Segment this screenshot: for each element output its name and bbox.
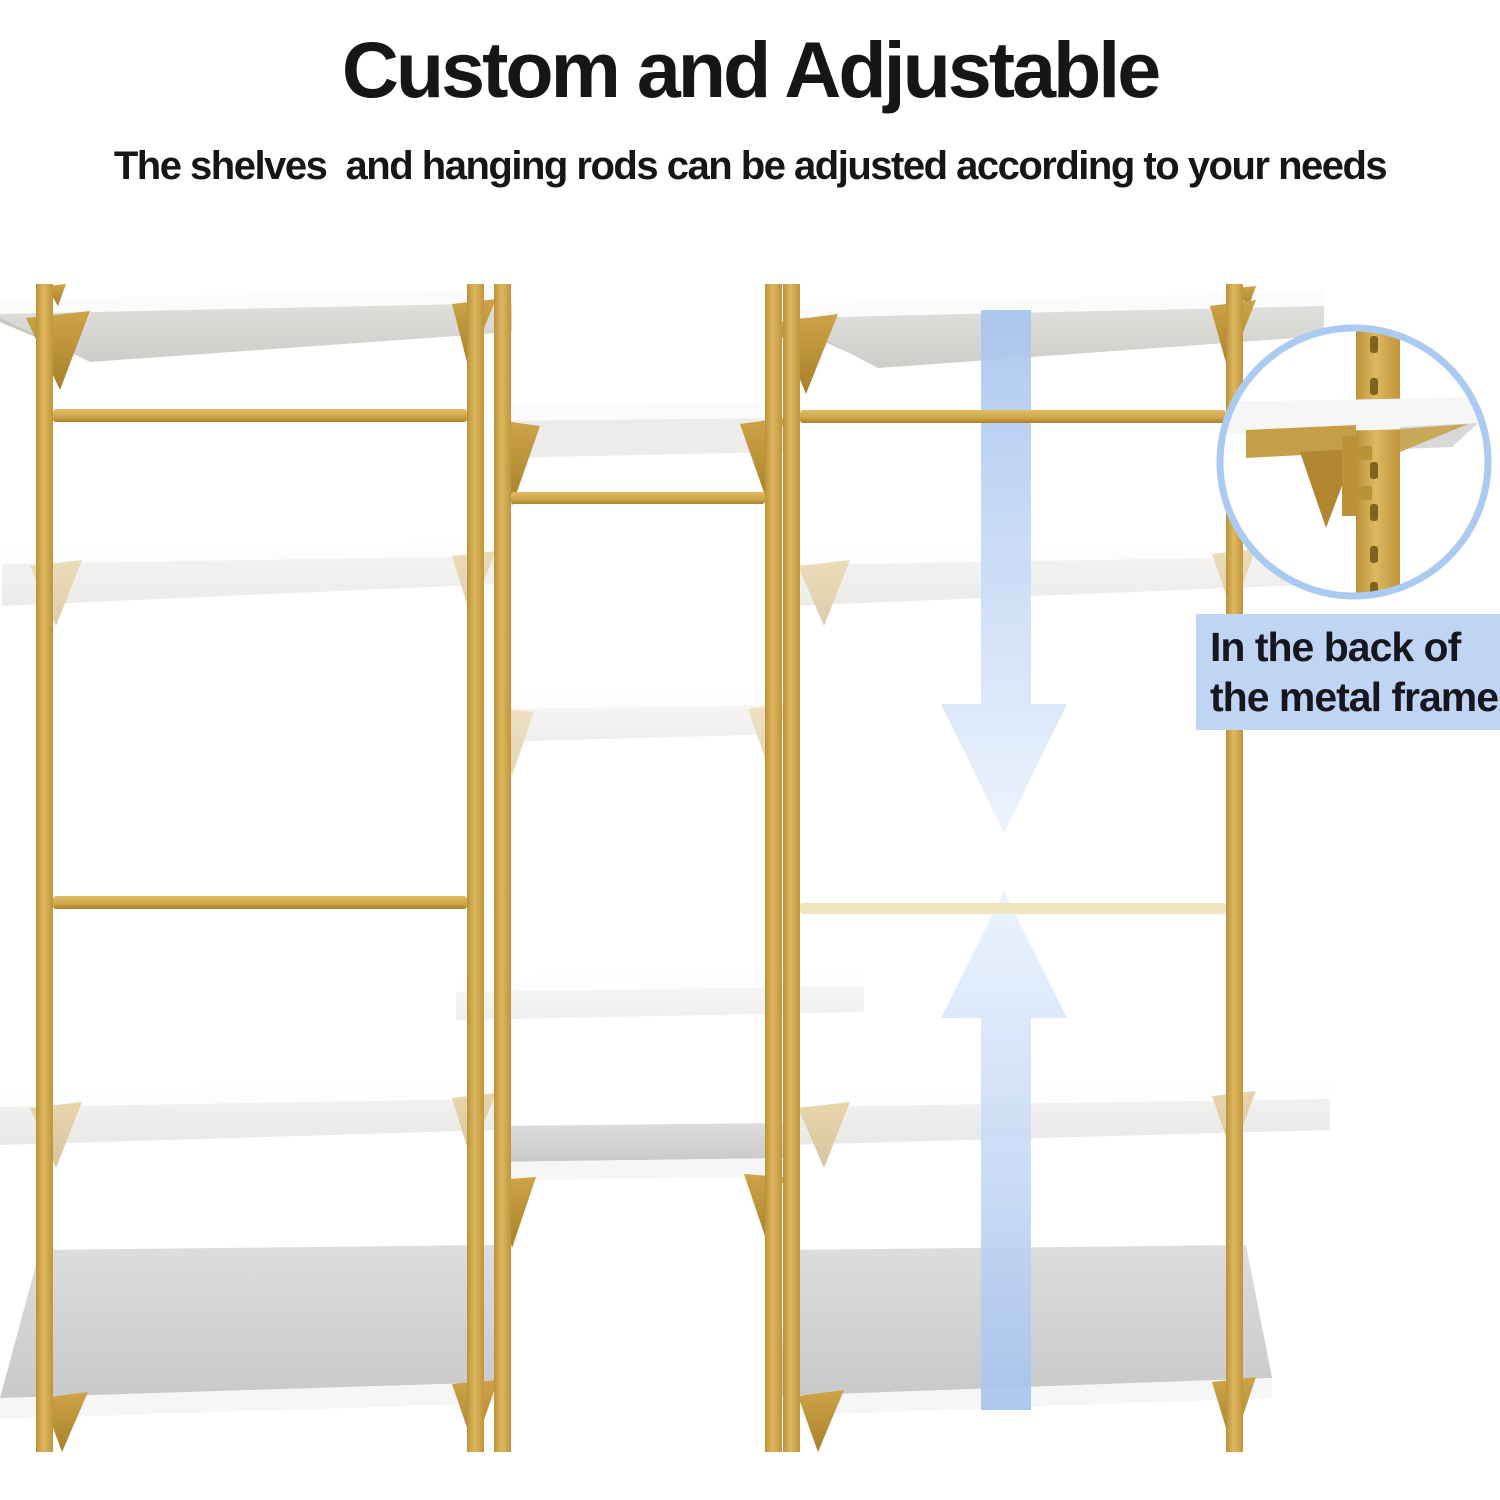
magnified-detail-circle	[1216, 324, 1492, 600]
zoom-circle-content	[1220, 328, 1488, 596]
inset-slots	[1370, 336, 1378, 596]
inset-bracket-plate	[1246, 425, 1356, 458]
inset-bracket-right	[1400, 424, 1468, 452]
up-arrow-icon	[941, 891, 1067, 1410]
post-left-outer	[36, 284, 53, 1452]
ghost-shelf-left-lower	[0, 1083, 498, 1168]
rod-right-upper	[800, 410, 1226, 423]
adjust-arrows	[941, 310, 1067, 1410]
down-arrow-icon	[941, 310, 1067, 833]
ghost-shelf-right-lower	[787, 1083, 1330, 1168]
rod-left-upper	[53, 409, 467, 422]
post-left-inner	[467, 284, 484, 1452]
ghost-shelf-middle-upper	[494, 691, 788, 776]
inset-caption-line2: the metal frame	[1210, 674, 1499, 720]
hanging-rods	[53, 409, 1226, 914]
middle-shelf-upper	[494, 402, 786, 506]
rod-left-lower	[53, 896, 467, 909]
metal-posts	[36, 284, 1243, 1452]
ghost-shelf-middle-lower	[456, 971, 864, 1020]
zoom-circle-border	[1216, 324, 1492, 600]
rod-middle	[511, 492, 765, 504]
top-shelf-left	[0, 284, 512, 390]
page-subtitle: The shelves and hanging rods can be adju…	[113, 144, 1388, 188]
page-title: Custom and Adjustable	[341, 25, 1161, 114]
bottom-shelf-left	[0, 1245, 506, 1452]
inset-shelf	[1220, 397, 1488, 434]
inset-bracket-hooks	[1342, 436, 1372, 516]
rod-right-ghost	[800, 903, 1226, 914]
post-right-outer	[1226, 284, 1243, 1452]
inset-caption: In the back of the metal frame	[1196, 614, 1500, 730]
middle-shelf-lower	[494, 1123, 786, 1248]
post-middle-left	[494, 284, 511, 1452]
post-right-inner	[783, 284, 800, 1452]
inset-caption-line1: In the back of	[1210, 624, 1461, 670]
ghost-shelf-left-upper	[2, 542, 498, 626]
post-middle-right	[765, 284, 782, 1452]
